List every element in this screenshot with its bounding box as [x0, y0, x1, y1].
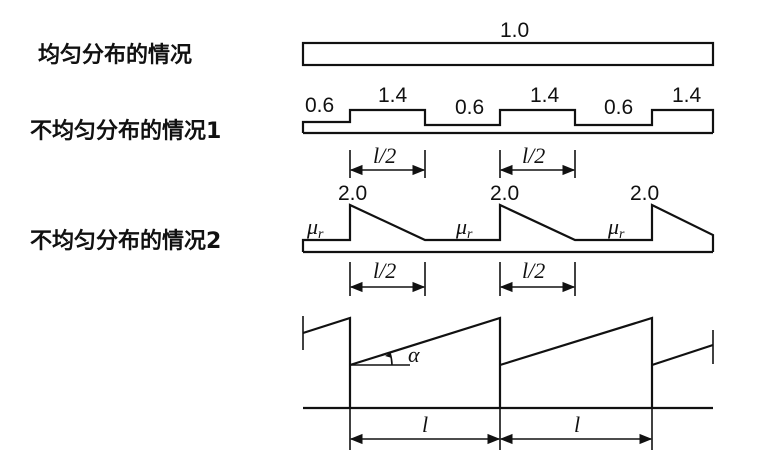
- nonuniform1-load-profile: [301, 108, 715, 133]
- nonuniform2-peak-1: 2.0: [338, 182, 367, 205]
- roof-segment-2: [499, 316, 654, 408]
- nonuniform1-value-3: 0.6: [455, 96, 484, 119]
- roof-segment-left: [302, 316, 352, 408]
- angle-arrow-icon: [385, 353, 392, 358]
- nonuniform1-value-6: 1.4: [672, 84, 702, 107]
- nonuniform1-value-2: 1.4: [378, 84, 408, 107]
- nonuniform1-value-1: 0.6: [305, 94, 334, 117]
- dim2b-label: l/2: [522, 258, 545, 283]
- dim1b-label: l/2: [522, 143, 545, 168]
- uniform-case-label: 均匀分布的情况: [38, 42, 192, 68]
- nonuniform1-value-5: 0.6: [604, 96, 633, 119]
- nonuniform2-peak-3: 2.0: [630, 182, 659, 205]
- nonuniform2-peak-2: 2.0: [490, 182, 519, 205]
- nonuniform2-mu-2: μr: [455, 214, 473, 242]
- roof-angle-label: α: [408, 342, 420, 367]
- dim3a-label: l: [422, 412, 428, 437]
- nonuniform1-case-label: 不均匀分布的情况1: [30, 118, 221, 144]
- dim2a-label: l/2: [373, 258, 396, 283]
- nonuniform2-mu-1: μr: [306, 214, 324, 242]
- dim1a-label: l/2: [373, 143, 396, 168]
- uniform-load-value: 1.0: [500, 19, 529, 42]
- nonuniform2-mu-3: μr: [607, 214, 625, 242]
- roof-segment-1: [349, 316, 502, 408]
- nonuniform2-case-label: 不均匀分布的情况2: [30, 228, 221, 254]
- roof-segment-right: [651, 343, 714, 367]
- dim3b-label: l: [574, 412, 580, 437]
- uniform-load-bar: [301, 41, 715, 67]
- nonuniform2-load-profile: [301, 203, 715, 252]
- nonuniform1-value-4: 1.4: [530, 84, 560, 107]
